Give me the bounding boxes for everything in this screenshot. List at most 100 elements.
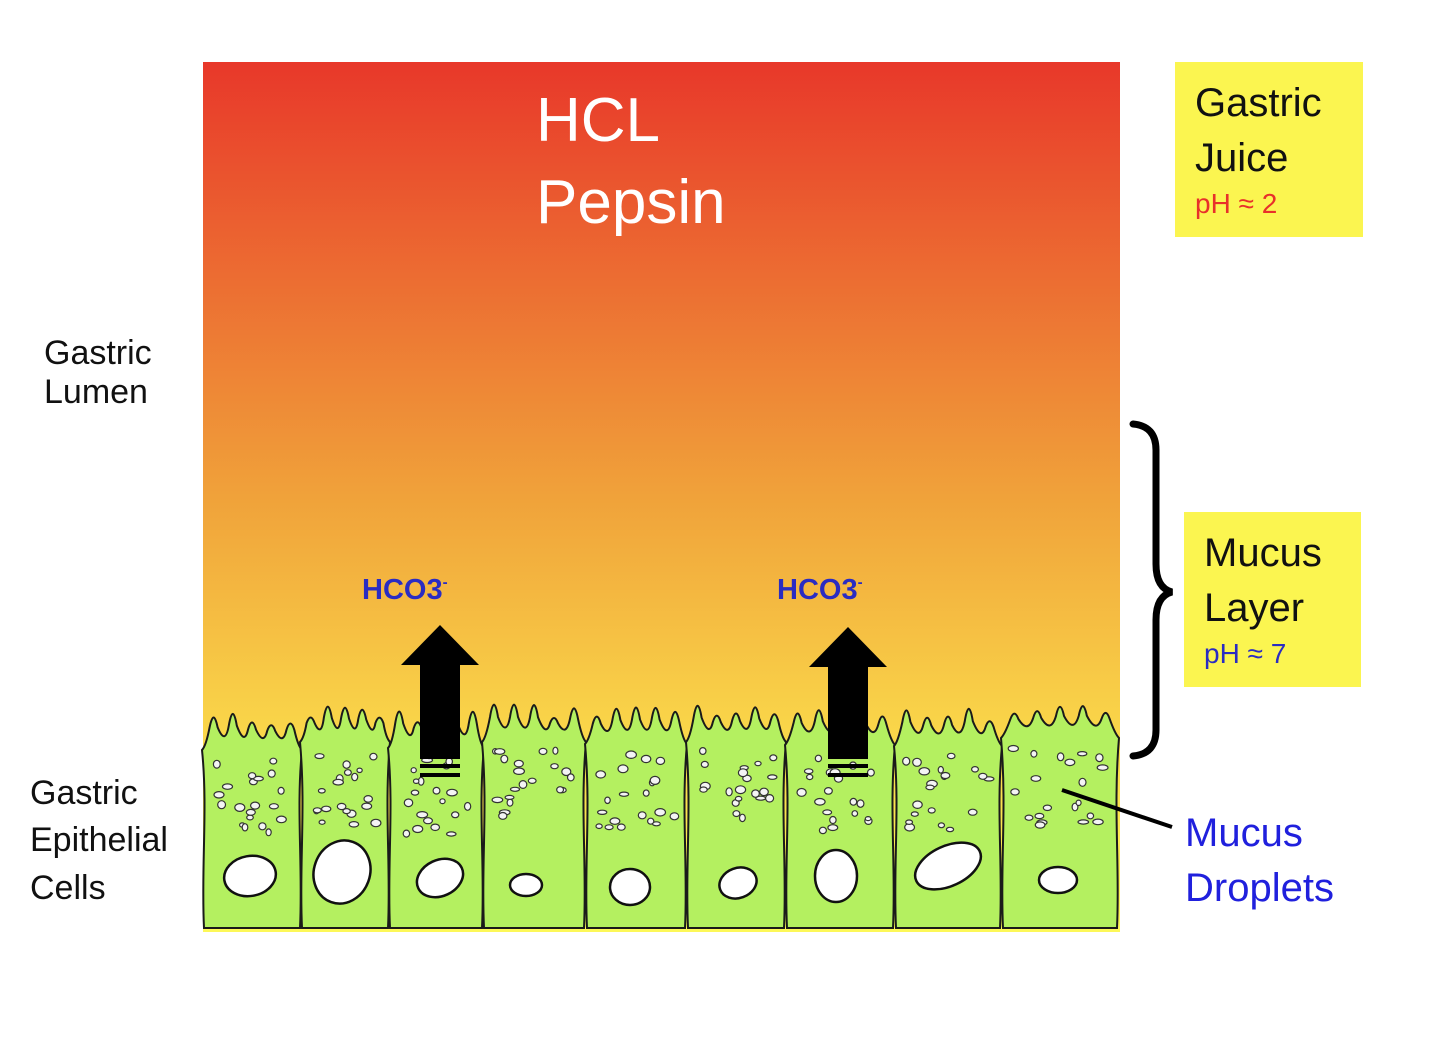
mucus-layer-title-line2: Layer — [1204, 586, 1305, 631]
mucus-droplet — [370, 818, 382, 828]
mucus-droplet — [864, 815, 872, 822]
mucus-droplet — [402, 829, 411, 838]
mucus-droplet — [796, 787, 807, 797]
mucus-droplet — [509, 786, 521, 792]
mucus-layer-brace — [1129, 420, 1174, 760]
mucus-droplet — [1092, 818, 1104, 826]
bicarbonate-arrow-2 — [809, 627, 887, 777]
mucus-droplet — [918, 767, 931, 776]
bicarbonate-formula: HCO3 — [362, 574, 443, 606]
bicarbonate-charge: - — [442, 574, 448, 591]
mucus-droplet — [265, 828, 272, 837]
mucus-layer-ph: pH ≈ 7 — [1204, 638, 1287, 670]
epithelial-cells-label-line1: Gastric — [30, 774, 138, 812]
mucus-droplet — [1024, 814, 1034, 821]
mucus-droplet — [566, 773, 575, 782]
cell-nucleus — [1037, 865, 1079, 895]
mucus-droplet — [617, 764, 629, 774]
mucus-droplet — [556, 786, 565, 794]
mucus-droplet — [849, 797, 858, 806]
mucus-droplet — [818, 826, 828, 835]
mucus-droplet — [725, 787, 733, 797]
mucus-droplet — [403, 798, 414, 808]
mucus-droplet — [814, 797, 826, 806]
mucus-droplet — [518, 779, 528, 789]
mucus-droplet — [538, 747, 548, 756]
lumen-contents: HCL Pepsin — [536, 80, 726, 245]
mucus-droplet — [823, 787, 833, 795]
mucus-layer-title-line1: Mucus — [1204, 531, 1322, 575]
mucus-droplet — [250, 801, 261, 810]
mucus-droplet — [767, 774, 778, 780]
mucus-droplet — [1096, 764, 1109, 771]
mucus-droplet — [550, 763, 559, 770]
mucus-droplet — [604, 824, 614, 831]
mucus-droplet — [247, 772, 257, 780]
mucus-droplet — [363, 795, 373, 803]
mucus-droplet — [910, 811, 919, 817]
mucus-droplet — [751, 789, 760, 798]
epithelial-cell-layer — [200, 703, 1121, 929]
mucus-droplet — [1034, 812, 1045, 820]
mucus-droplet — [506, 798, 514, 807]
mucus-droplet — [342, 760, 351, 769]
mucus-droplet — [423, 817, 434, 825]
mucus-droplet — [669, 812, 680, 821]
mucus-droplet — [439, 798, 446, 805]
mucus-droplet — [351, 772, 359, 782]
mucus-droplet — [1034, 821, 1046, 829]
mucus-droplet — [1056, 752, 1065, 762]
bicarbonate-arrow-1 — [401, 625, 479, 777]
mucus-droplet — [978, 772, 988, 780]
mucus-droplets-label-line2: Droplets — [1185, 866, 1334, 911]
gastric-juice-title-line1: Gastric — [1195, 81, 1322, 125]
mucus-droplet — [905, 819, 914, 826]
mucus-droplet — [738, 813, 746, 823]
gastric-lumen-label-line1: Gastric — [44, 334, 152, 372]
cell-nucleus — [508, 872, 544, 898]
mucus-layer-box: Mucus Layer pH ≈ 7 — [1184, 512, 1361, 687]
mucus-droplet — [856, 799, 865, 808]
mucus-droplet — [234, 802, 246, 812]
bicarbonate-label-2: HCO3- — [777, 574, 863, 607]
mucus-droplet — [277, 786, 285, 795]
mucus-droplet — [269, 757, 278, 765]
mucus-droplet — [937, 765, 945, 774]
mucus-droplet — [410, 767, 417, 774]
mucus-droplet — [732, 810, 741, 818]
epithelial-cells-label-line3: Cells — [30, 868, 106, 907]
pepsin-label: Pepsin — [536, 168, 726, 238]
mucus-droplet — [759, 787, 769, 797]
cell-nucleus — [222, 854, 278, 898]
mucus-droplet — [806, 773, 814, 781]
mucus-droplet — [902, 756, 911, 766]
mucus-droplet — [212, 759, 221, 769]
mucus-droplet — [446, 788, 458, 797]
gastric-juice-ph: pH ≈ 2 — [1195, 188, 1278, 220]
mucus-droplet — [268, 803, 279, 810]
bicarbonate-charge: - — [857, 574, 863, 591]
mucus-droplet — [970, 765, 979, 773]
mucus-droplet — [829, 815, 837, 825]
mucus-droplet — [734, 795, 743, 802]
mucus-droplet — [866, 768, 875, 777]
mucus-droplet — [369, 752, 378, 761]
mucus-droplet — [1030, 749, 1038, 758]
cell-nucleus — [913, 841, 983, 891]
mucus-droplet — [637, 811, 647, 820]
mucus-droplet — [275, 815, 287, 824]
mucus-droplet — [1007, 744, 1020, 753]
mucus-droplet — [343, 769, 352, 776]
hcl-label: HCL — [536, 86, 661, 155]
mucus-droplet — [494, 748, 506, 755]
mucus-droplet — [1095, 753, 1104, 763]
mucus-droplet — [1077, 819, 1090, 825]
mucus-droplet — [937, 822, 946, 829]
mucus-droplet — [221, 783, 234, 790]
mucus-droplet — [764, 793, 775, 803]
mucus-droplet — [332, 778, 344, 786]
mucus-droplet — [1076, 751, 1088, 757]
mucus-droplet — [412, 778, 420, 785]
mucus-droplet — [769, 754, 778, 762]
